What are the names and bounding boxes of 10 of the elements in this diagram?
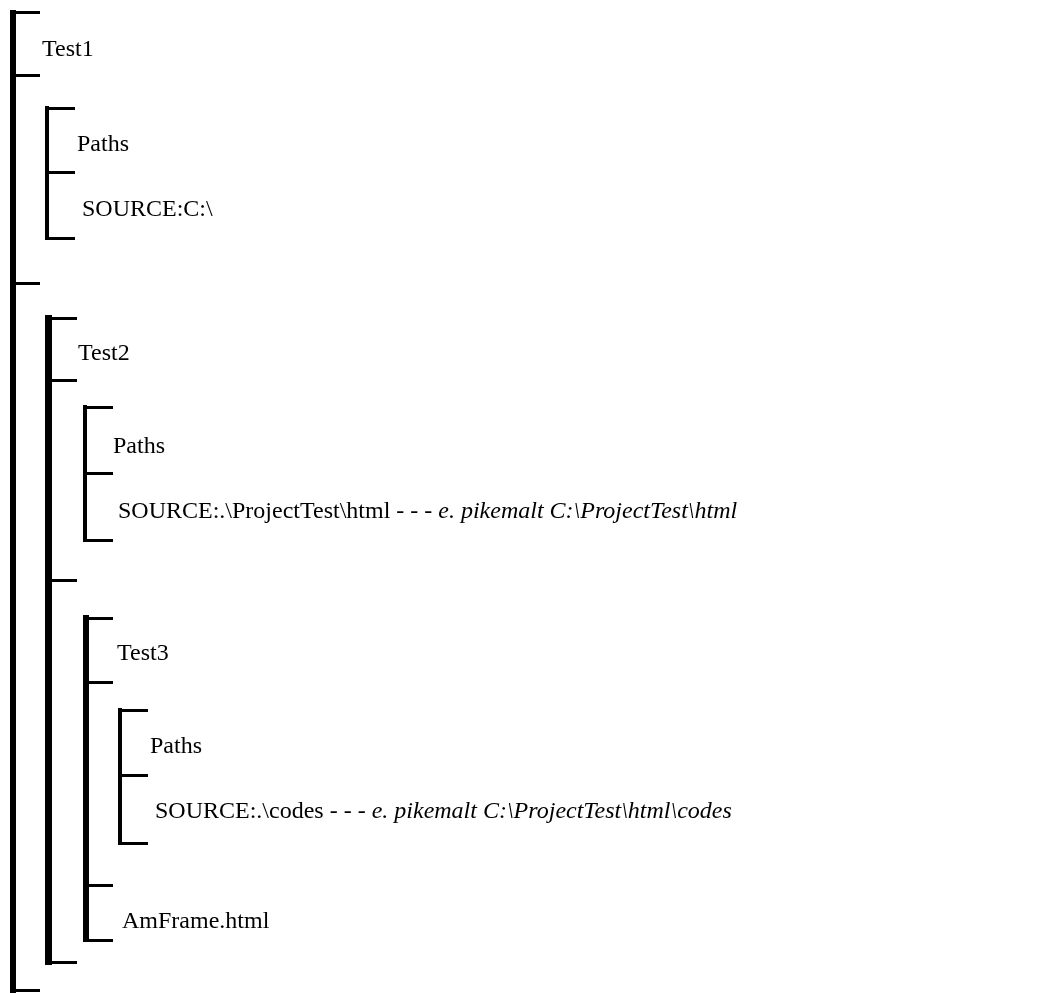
heading-text: Test3: [117, 638, 169, 666]
entry-text: SOURCE:.\ProjectTest\html - - - e. pikemalt C:\ProjectTest\html: [118, 496, 738, 524]
entry-text: SOURCE:.\codes - - - e. pikemalt C:\ProjectTest\html\codes: [155, 796, 732, 824]
entry-text: SOURCE:C:\: [82, 194, 213, 222]
entry-text: AmFrame.html: [122, 906, 270, 934]
heading-text: Paths: [150, 731, 202, 759]
heading-text: Test2: [78, 338, 130, 366]
heading-text: Paths: [77, 129, 129, 157]
heading-text: Test1: [42, 34, 94, 62]
heading-text: Paths: [113, 431, 165, 459]
